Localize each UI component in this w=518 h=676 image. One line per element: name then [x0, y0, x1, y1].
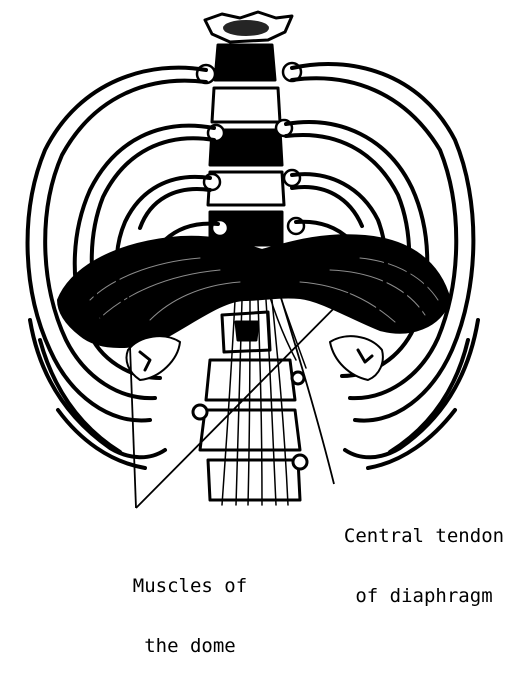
ribcage-drawing	[28, 12, 478, 505]
muscles-of-dome-label-line1: Muscles of	[110, 576, 270, 596]
central-tendon-label: Central tendon of diaphragm	[330, 486, 518, 626]
muscles-of-dome-label-line2: the dome	[110, 636, 270, 656]
thoracic-spine	[208, 45, 284, 245]
muscles-of-dome-label: Muscles of the dome	[110, 536, 270, 676]
central-tendon-label-line2: of diaphragm	[330, 586, 518, 606]
central-tendon-label-line1: Central tendon	[330, 526, 518, 546]
